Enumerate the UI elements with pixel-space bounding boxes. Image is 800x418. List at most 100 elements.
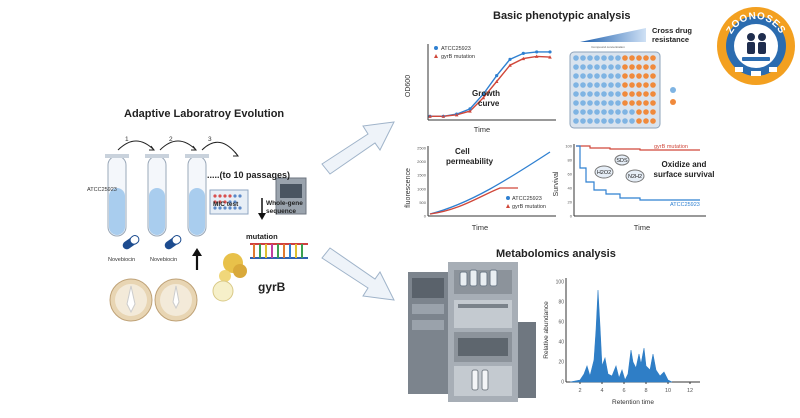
plate-well [608, 55, 614, 61]
metabolomics-title: Metabolomics analysis [496, 248, 616, 260]
growth-point-mut [548, 55, 552, 59]
plate-well [573, 55, 579, 61]
plate-well [643, 118, 649, 124]
cross-label: Cross drug resistance [652, 26, 693, 44]
plate-well [636, 73, 642, 79]
x-tick-label: 2 [578, 388, 581, 394]
chem-sds: SDS [616, 158, 628, 164]
y-tick-label: 80 [568, 158, 573, 163]
plate-well [622, 91, 628, 97]
plate-well [601, 82, 607, 88]
mic-label: MIC test [213, 201, 239, 208]
plate-well [636, 91, 642, 97]
plate-well [594, 118, 600, 124]
plate-well [629, 82, 635, 88]
y-tick-label: 40 [568, 186, 573, 191]
plate-well [636, 55, 642, 61]
plate-well [587, 118, 593, 124]
plate-well [650, 55, 656, 61]
plate-well [573, 82, 579, 88]
step-1: 1 [125, 136, 129, 143]
plate-well [580, 109, 586, 115]
plate-well [573, 64, 579, 70]
tube-3 [185, 154, 209, 237]
growth-point-mut [428, 114, 432, 118]
plate-well [622, 82, 628, 88]
plate-well [601, 64, 607, 70]
plate-well [601, 91, 607, 97]
y-tick-label: 60 [568, 172, 573, 177]
plate-well [587, 64, 593, 70]
plate-well [608, 82, 614, 88]
growth-legend-mut: gyrB mutation [441, 54, 475, 60]
plate-well [622, 64, 628, 70]
plate-well [580, 100, 586, 106]
plate-well [622, 109, 628, 115]
plate-well [650, 109, 656, 115]
plate-well [643, 82, 649, 88]
plate-well [650, 82, 656, 88]
plate-well [580, 82, 586, 88]
y-tick-label: 40 [558, 340, 564, 346]
arrow-to-metabolomics [321, 247, 395, 301]
plate-well [587, 82, 593, 88]
plate-well [594, 109, 600, 115]
plate-well [608, 91, 614, 97]
plate-well [622, 118, 628, 124]
plate-well [573, 73, 579, 79]
plate-well [650, 73, 656, 79]
growth-point-mut [441, 114, 446, 118]
tube-1 [105, 154, 129, 237]
growth-point-wt [481, 92, 485, 96]
perm-ylabel: fluorescence [405, 168, 412, 208]
growth-point-wt [535, 50, 539, 54]
metab-xlabel: Retention time [612, 399, 654, 406]
arrow-to-phenotypic [321, 121, 395, 175]
tube-2 [145, 154, 169, 237]
y-tick-label: 2500 [417, 146, 427, 151]
plate-well [594, 82, 600, 88]
growth-point-mut [481, 96, 486, 100]
perm-label-1: Cell [455, 147, 470, 156]
x-tick-label: 10 [665, 388, 671, 394]
plate-well [629, 118, 635, 124]
gene-label: gyrB [258, 280, 286, 294]
plate-well [615, 55, 621, 61]
plate-well [573, 118, 579, 124]
plate-well [643, 55, 649, 61]
plate-well [615, 82, 621, 88]
drug-label-2: Novebiocin [150, 257, 178, 263]
growth-point-wt [495, 74, 499, 78]
plate-well [594, 100, 600, 106]
chem-n2h2: N2H2 [628, 174, 642, 180]
growth-point-wt [521, 51, 525, 55]
plate-well [629, 100, 635, 106]
surv-series-wt [576, 145, 700, 201]
perm-label-2: permeability [446, 157, 494, 166]
plate-well [650, 100, 656, 106]
plate-well [608, 73, 614, 79]
plate-well [643, 73, 649, 79]
y-tick-label: 0 [424, 214, 427, 219]
plate-well [601, 100, 607, 106]
plate-well [629, 91, 635, 97]
plate-well [587, 109, 593, 115]
growth-point-wt [548, 50, 552, 54]
plate-well [601, 109, 607, 115]
plate-well [636, 82, 642, 88]
plate-well [650, 118, 656, 124]
plate-well [601, 73, 607, 79]
phenotypic-title: Basic phenotypic analysis [493, 10, 631, 22]
perm-xlabel: Time [472, 223, 488, 232]
passages-label: .....(to 10 passages) [207, 170, 291, 180]
x-tick-label: 4 [600, 388, 603, 394]
plate-well [608, 100, 614, 106]
y-tick-label: 20 [568, 200, 573, 205]
plate-well [629, 55, 635, 61]
plate-well [580, 118, 586, 124]
plate-well [615, 118, 621, 124]
plate-well [594, 64, 600, 70]
y-tick-label: 100 [565, 144, 572, 149]
plate-well [601, 55, 607, 61]
